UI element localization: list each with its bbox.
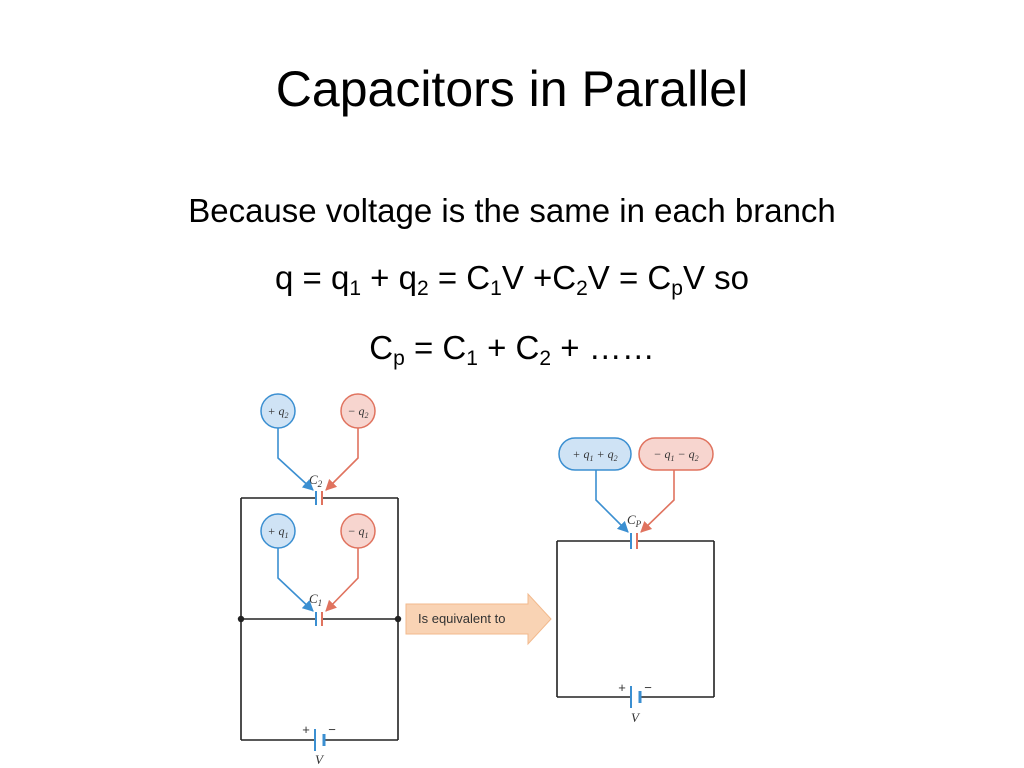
slide-title: Capacitors in Parallel [275,61,749,117]
junction-dot-right [394,615,402,623]
eq-subscript: 1 [349,277,362,300]
eq-text: C [369,329,394,366]
capacitor-cp [630,533,638,549]
junction-dot-left [237,615,245,623]
body-line-charge-equation: q = q1 + q2 = C1V +C2V = CpV so [0,259,1024,299]
eq-subscript: 2 [539,347,552,370]
eq-subscript: 2 [576,277,588,300]
arrow-minus-qp [640,470,675,533]
body-line-voltage: Because voltage is the same in each bran… [188,192,836,229]
battery-plus-sign: + [618,680,626,695]
equivalence-label: Is equivalent to [418,611,505,626]
svg-text:+ q1: + q1 [267,524,288,540]
eq-text: V = C [587,259,672,296]
eq-text: = C [428,259,491,296]
charge-bubble-plus-q1: + q1 [260,513,296,549]
charge-bubble-minus-q2: − q2 [340,393,376,429]
equivalence-arrow: Is equivalent to [405,592,552,646]
capacitor-c2 [315,491,323,505]
battery-left [314,729,326,751]
eq-subscript: 1 [490,277,502,300]
eq-text: + …… [551,329,655,366]
charge-pill-plus-q1-plus-q2: + q1 + q2 [558,437,632,471]
svg-text:− q2: − q2 [347,404,368,420]
battery-voltage-label: V [315,752,325,767]
charge-bubble-plus-q2: + q2 [260,393,296,429]
eq-text: V so [682,259,749,296]
battery-minus-sign: − [328,722,336,737]
arrow-minus-q1 [325,548,359,612]
battery-voltage-label: V [631,710,641,725]
battery-minus-sign: − [644,680,652,695]
left-circuit: C2 C1 + q2 − q2 + q1 − q1 [237,393,402,767]
svg-text:+ q1 + q2: + q1 + q2 [572,447,617,463]
svg-text:+ q2: + q2 [267,404,288,420]
right-circuit: CP + q1 + q2 − q1 − q2 + − V [556,437,715,725]
arrow-minus-q2 [325,428,359,491]
capacitor-c1 [315,612,323,626]
battery-right [630,686,642,708]
eq-subscript: 2 [416,277,429,300]
eq-subscript: p [393,347,405,370]
right-circuit-wires [556,540,715,698]
arrow-plus-qp [595,470,629,533]
battery-plus-sign: + [302,722,310,737]
eq-text: + C [477,329,540,366]
body-line-capacitance-equation: Cp = C1 + C2 + …… [0,329,1024,369]
eq-text: q = q [275,259,350,296]
eq-text: = C [404,329,467,366]
svg-text:− q1 − q2: − q1 − q2 [653,447,698,463]
eq-subscript: p [671,277,683,300]
eq-text: + q [361,259,417,296]
eq-subscript: 1 [466,347,478,370]
eq-text: V +C [501,259,577,296]
c2-label: C2 [309,472,323,489]
cp-label: CP [627,512,642,529]
svg-text:− q1: − q1 [347,524,368,540]
charge-pill-minus-q1-minus-q2: − q1 − q2 [638,437,714,471]
arrow-plus-q1 [277,548,314,612]
arrow-plus-q2 [277,428,314,491]
charge-bubble-minus-q1: − q1 [340,513,376,549]
c1-label: C1 [309,591,322,608]
